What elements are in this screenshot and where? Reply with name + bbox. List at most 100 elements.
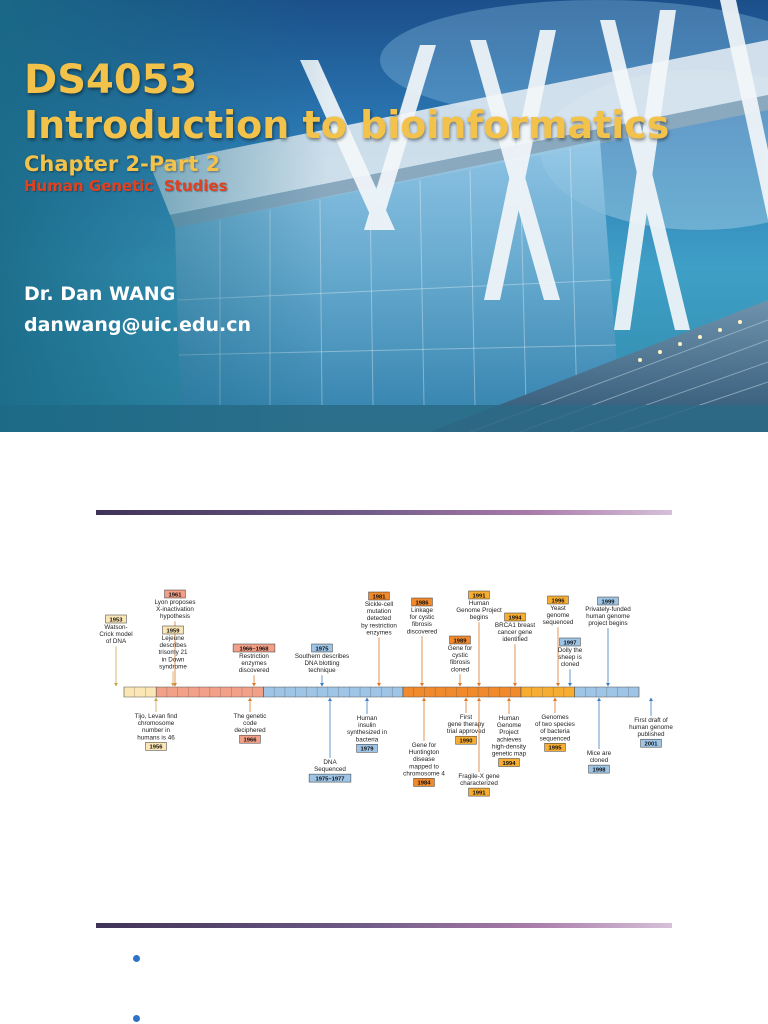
below-event-text-1: deciphered xyxy=(234,727,266,734)
slide-bottom-rule xyxy=(96,923,672,928)
above-event-text-0: Crick model xyxy=(99,631,132,638)
below-arrowhead-5 xyxy=(464,697,468,701)
below-event-text-5: First xyxy=(460,714,472,721)
below-event-text-0: chromosome xyxy=(138,720,175,727)
above-event-text-3: Restriction xyxy=(239,653,269,660)
below-event-text-8: sequenced xyxy=(540,735,571,742)
below-arrowhead-2 xyxy=(328,697,332,701)
timeline-segment-3 xyxy=(402,686,522,698)
above-event-text-6: discovered xyxy=(407,628,438,635)
above-event-text-2: trisomy 21 xyxy=(158,649,188,656)
above-arrowhead-7 xyxy=(458,683,462,687)
below-year-box-0 xyxy=(145,742,167,751)
below-event-text-8: of bacteria xyxy=(540,728,570,735)
below-year-box-10 xyxy=(640,738,662,748)
above-event-text-4: Southern describes xyxy=(295,653,349,660)
above-year-box-12 xyxy=(597,596,619,606)
bullet-dot-1 xyxy=(133,955,140,962)
above-arrowhead-8 xyxy=(477,683,481,687)
below-event-text-6: Fragile-X gene xyxy=(458,773,500,780)
bullet-dot-2 xyxy=(133,1015,140,1022)
below-year-box-3 xyxy=(356,744,378,753)
below-event-text-10: First draft of xyxy=(634,717,668,724)
above-year-label-4: 1975 xyxy=(316,646,330,652)
above-event-text-2: Lejeune xyxy=(162,635,185,642)
above-arrowhead-9 xyxy=(513,683,517,687)
below-event-text-4: chromosome 4 xyxy=(403,770,445,777)
above-event-text-4: technique xyxy=(308,667,336,674)
below-arrowhead-3 xyxy=(365,697,369,701)
above-event-text-5: enzymes xyxy=(366,629,391,636)
above-event-text-10: Yeast xyxy=(550,605,566,612)
above-arrowhead-3 xyxy=(252,683,256,687)
below-year-box-1 xyxy=(239,734,261,744)
below-event-text-2: DNA xyxy=(323,759,337,766)
below-event-text-7: high-density xyxy=(492,743,527,750)
below-year-label-7: 1994 xyxy=(503,761,517,767)
below-year-box-8 xyxy=(544,743,566,752)
above-event-text-6: fibrosis xyxy=(412,621,432,628)
title-block: DS4053 Introduction to bioinformatics Ch… xyxy=(24,60,669,195)
author-email: danwang@uic.edu.cn xyxy=(24,314,251,336)
above-arrowhead-10 xyxy=(556,683,560,687)
above-year-label-0: 1953 xyxy=(110,617,124,623)
below-event-text-6: characterized xyxy=(460,780,498,787)
below-event-text-7: Human xyxy=(499,715,520,722)
above-event-text-3: discovered xyxy=(239,667,270,674)
timeline-segment-0 xyxy=(123,686,157,698)
above-year-box-10 xyxy=(547,595,569,605)
above-year-label-12: 1999 xyxy=(602,599,616,605)
below-event-text-7: achieves xyxy=(497,736,522,743)
above-event-text-9: BRCA1 breast xyxy=(495,622,535,629)
above-event-text-8: Human xyxy=(469,600,490,607)
below-arrowhead-10 xyxy=(649,697,653,701)
above-year-box-7 xyxy=(449,635,471,645)
below-event-text-10: published xyxy=(638,731,665,738)
below-event-text-7: Project xyxy=(499,729,519,736)
below-event-text-9: Mice are xyxy=(587,750,612,757)
below-year-box-2 xyxy=(308,773,352,783)
above-event-text-2: syndrome xyxy=(159,663,187,670)
below-event-text-3: synthesized in xyxy=(347,729,387,736)
below-year-label-5: 1990 xyxy=(460,739,473,745)
above-arrowhead-2 xyxy=(171,683,175,687)
chapter-label: Chapter 2-Part 2 xyxy=(24,152,221,176)
above-arrowhead-12 xyxy=(606,683,610,687)
above-event-text-5: mutation xyxy=(367,608,392,615)
below-event-text-0: Tijo, Levan find xyxy=(135,713,178,720)
below-year-box-4 xyxy=(413,778,435,787)
below-year-label-6: 1991 xyxy=(473,790,487,796)
below-arrowhead-8 xyxy=(553,697,557,701)
above-event-text-4: DNA blotting xyxy=(304,660,339,667)
below-year-box-6 xyxy=(468,787,490,797)
above-event-text-10: genome xyxy=(547,612,570,619)
below-event-text-2: Sequenced xyxy=(314,766,346,773)
above-event-text-2: describes xyxy=(160,642,187,649)
below-event-text-0: number in xyxy=(142,727,170,734)
above-event-text-5: by restriction xyxy=(361,622,397,629)
above-event-text-12: project begins xyxy=(588,620,627,627)
above-event-text-5: detected xyxy=(367,615,392,622)
below-event-text-5: trial approved xyxy=(447,728,486,735)
above-event-text-7: fibrosis xyxy=(450,659,470,666)
below-arrowhead-4 xyxy=(422,697,426,701)
above-year-box-11 xyxy=(559,637,581,647)
above-year-label-2: 1959 xyxy=(167,628,181,634)
above-year-label-6: 1986 xyxy=(416,600,430,606)
below-arrowhead-0 xyxy=(154,697,158,701)
above-year-box-4 xyxy=(311,643,333,653)
above-event-text-11: sheep is xyxy=(558,654,581,661)
below-year-label-2: 1975–1977 xyxy=(315,776,344,782)
above-arrowhead-5 xyxy=(377,683,381,687)
below-year-box-5 xyxy=(455,735,477,745)
above-event-text-0: of DNA xyxy=(106,638,127,645)
below-event-text-3: Human xyxy=(357,715,378,722)
above-year-box-8 xyxy=(468,590,490,600)
below-year-box-9 xyxy=(588,764,610,774)
above-arrowhead-0 xyxy=(114,683,118,687)
slide-top-rule xyxy=(96,510,672,515)
below-event-text-0: humans is 46 xyxy=(137,734,175,741)
below-year-label-0: 1956 xyxy=(150,745,164,751)
below-year-label-1: 1966 xyxy=(244,738,258,744)
